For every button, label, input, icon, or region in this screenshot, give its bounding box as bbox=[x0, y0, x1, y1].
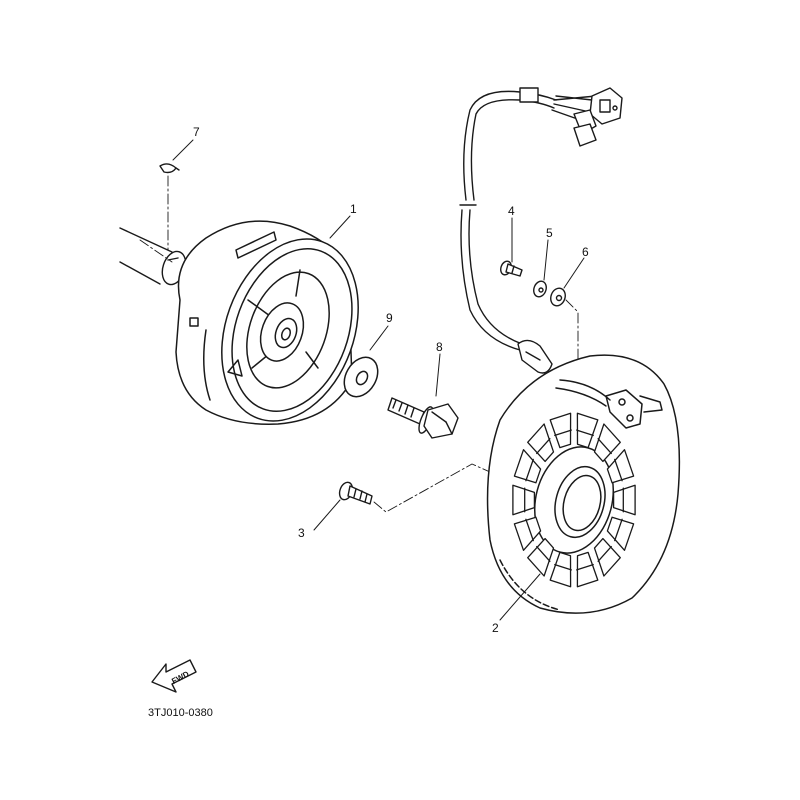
leader-line-6 bbox=[563, 257, 585, 289]
callout-9: 9 bbox=[386, 311, 393, 325]
callout-5: 5 bbox=[546, 226, 553, 240]
callout-4: 4 bbox=[508, 204, 515, 218]
stator-pole-winding-line bbox=[525, 518, 534, 542]
wire-harness bbox=[459, 87, 597, 351]
flywheel-bolt bbox=[387, 397, 459, 439]
stator-pole bbox=[576, 551, 599, 588]
callout-7: 7 bbox=[193, 125, 200, 139]
stator-pole-winding-line bbox=[597, 438, 612, 455]
callout-3: 3 bbox=[298, 526, 305, 540]
callout-2: 2 bbox=[492, 621, 499, 635]
shaft-centerline bbox=[139, 239, 173, 263]
stator-pole-winding-line bbox=[576, 563, 594, 571]
stator-pole-winding-line bbox=[614, 518, 623, 542]
diagram-code: 3TJ010-0380 bbox=[148, 707, 213, 719]
leader-line-1 bbox=[329, 215, 351, 239]
flywheel-rotor bbox=[175, 220, 359, 425]
stator-pole bbox=[549, 551, 572, 588]
spring-washer bbox=[533, 280, 547, 298]
leader-line-3 bbox=[313, 499, 341, 531]
stator-pole-winding-line bbox=[554, 429, 572, 437]
forward-arrow-icon bbox=[151, 659, 197, 693]
stator-pole bbox=[606, 516, 635, 551]
leader-line-8 bbox=[435, 353, 441, 397]
callout-6: 6 bbox=[582, 245, 589, 259]
leader-line-7 bbox=[172, 139, 194, 161]
stator-pole-winding-line bbox=[554, 563, 572, 571]
stator-pole bbox=[593, 423, 621, 463]
stator-pole-winding-line bbox=[576, 429, 594, 437]
stator-pole bbox=[512, 484, 536, 516]
callout-1: 1 bbox=[350, 202, 357, 216]
stator-assembly bbox=[486, 354, 681, 614]
stator-coil-poles bbox=[512, 412, 636, 588]
pickup-screw bbox=[500, 260, 523, 277]
plain-washer bbox=[550, 287, 566, 307]
leader-line-5 bbox=[543, 239, 549, 281]
stator-pole bbox=[606, 449, 635, 484]
stator-pole bbox=[593, 537, 621, 577]
stator-pole bbox=[527, 423, 555, 463]
stator-pole bbox=[513, 449, 542, 484]
stator-screw bbox=[338, 481, 373, 505]
washer bbox=[343, 356, 379, 398]
stator-pole bbox=[549, 412, 572, 449]
stator-pole bbox=[527, 537, 555, 577]
wire-grommet bbox=[517, 339, 553, 374]
stator-pole-winding-line bbox=[597, 545, 612, 562]
coupler-connector bbox=[573, 87, 623, 147]
stator-pole-winding-line bbox=[536, 438, 551, 455]
callout-8: 8 bbox=[436, 340, 443, 354]
leader-line-9 bbox=[369, 325, 389, 351]
stator-pole-winding-line bbox=[525, 458, 534, 482]
stator-pole-winding-line bbox=[614, 458, 623, 482]
woodruff-key bbox=[159, 163, 180, 174]
stator-pole bbox=[612, 484, 636, 516]
leader-line-2 bbox=[499, 573, 541, 621]
stator-pole bbox=[513, 516, 542, 551]
stator-pole bbox=[576, 412, 599, 449]
stator-pole-winding-line bbox=[536, 545, 551, 562]
